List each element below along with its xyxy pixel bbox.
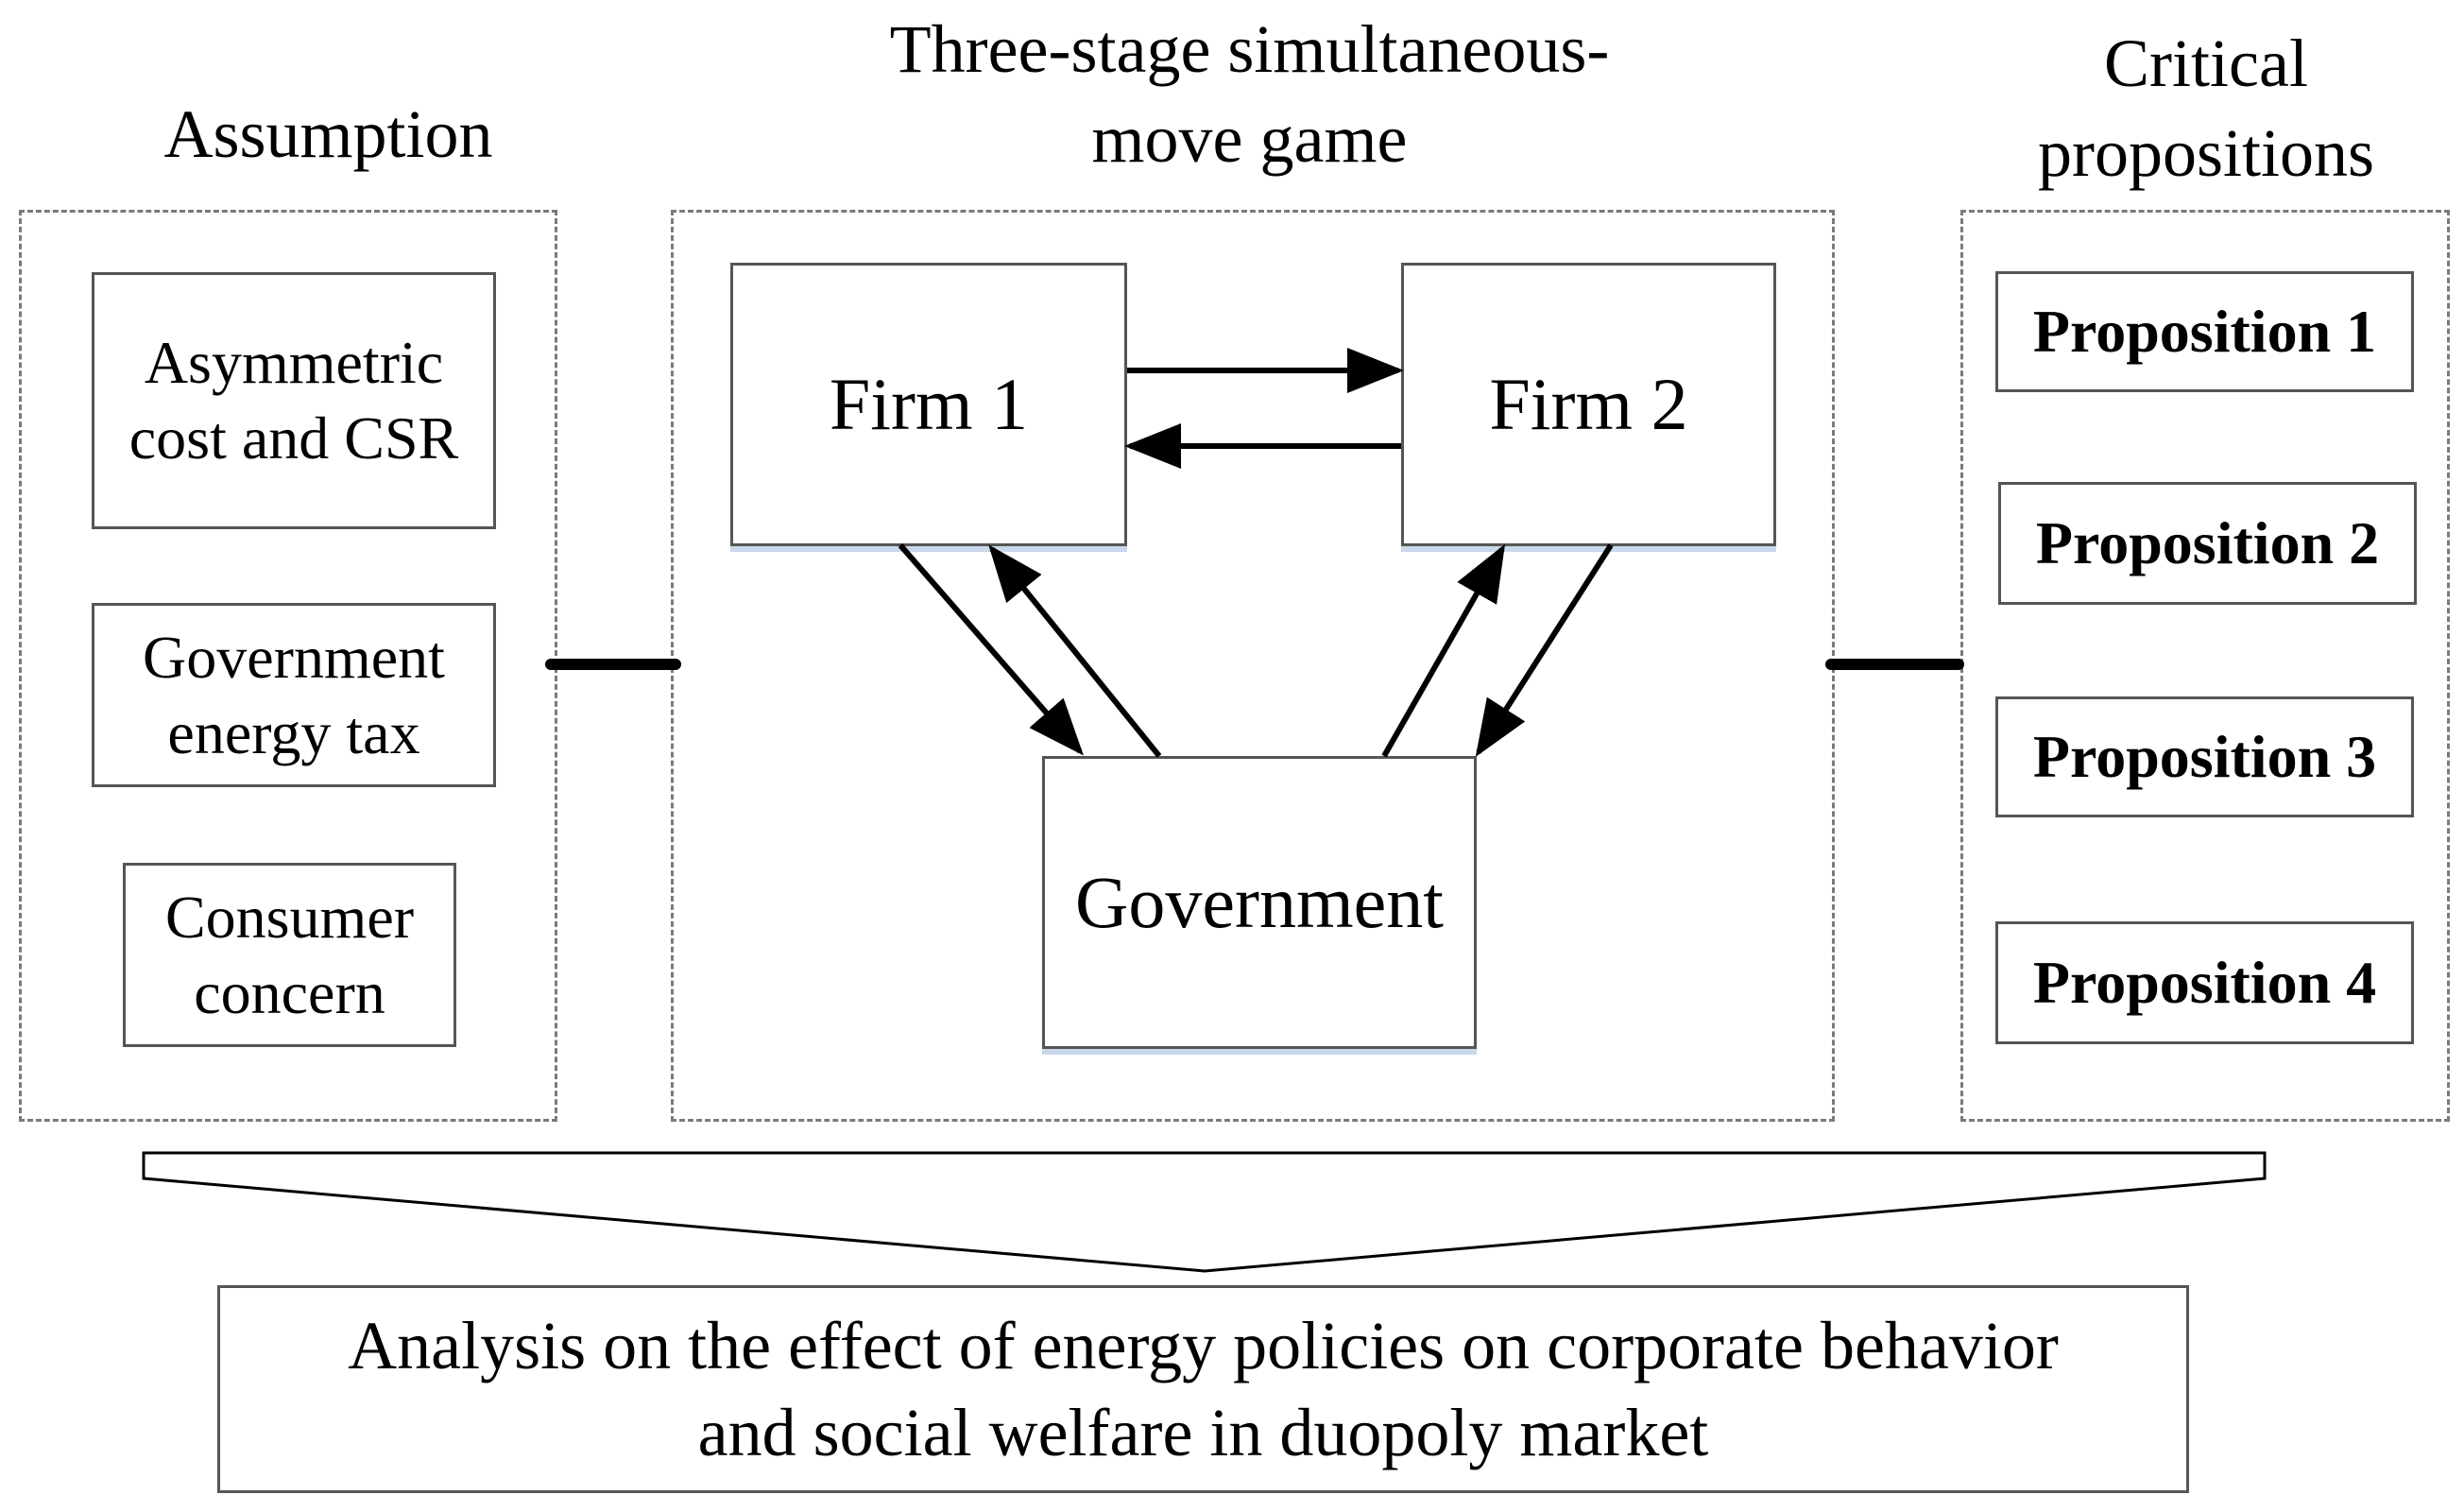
- propositions-title: Critical propositions: [2037, 26, 2375, 191]
- proposition-label: Proposition 3: [2032, 723, 2377, 790]
- firm1-label: Firm 1: [829, 363, 1029, 445]
- proposition-label: Proposition 4: [2032, 949, 2377, 1016]
- analysis-label: Analysis on the effect of energy policie…: [348, 1308, 2059, 1470]
- assumption-box-energy-tax: Government energy tax: [92, 603, 496, 787]
- proposition-label: Proposition 2: [2035, 509, 2380, 576]
- government-box: Government: [1042, 756, 1477, 1049]
- assumption-box-asymmetric-cost: Asymmetric cost and CSR: [92, 272, 496, 529]
- proposition-box-2: Proposition 2: [1998, 482, 2417, 605]
- proposition-box-4: Proposition 4: [1995, 921, 2414, 1044]
- assumption-title: Assumption: [163, 96, 493, 172]
- assumption-label: Consumer concern: [164, 883, 415, 1026]
- assumption-label: Asymmetric cost and CSR: [128, 329, 459, 472]
- firm2-label: Firm 2: [1489, 363, 1688, 445]
- assumption-box-consumer-concern: Consumer concern: [123, 863, 456, 1047]
- analysis-box: Analysis on the effect of energy policie…: [217, 1285, 2189, 1493]
- government-label: Government: [1075, 861, 1444, 943]
- firm1-box: Firm 1: [730, 263, 1127, 546]
- summary-bracket: [142, 1151, 2267, 1273]
- proposition-box-3: Proposition 3: [1995, 696, 2414, 817]
- firm2-box: Firm 2: [1401, 263, 1776, 546]
- game-title: Three-stage simultaneous- move game: [889, 11, 1610, 177]
- assumption-label: Government energy tax: [143, 623, 445, 766]
- proposition-box-1: Proposition 1: [1995, 271, 2414, 392]
- proposition-label: Proposition 1: [2032, 298, 2377, 365]
